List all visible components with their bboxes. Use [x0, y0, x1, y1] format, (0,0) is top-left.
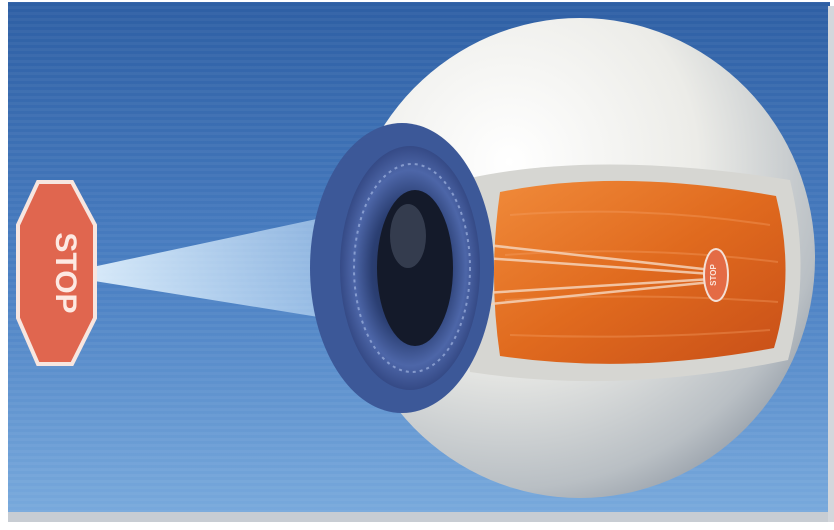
stop-sign: STOP: [18, 182, 95, 364]
retina-image-text: STOP: [709, 264, 718, 286]
retina-image: STOP: [704, 249, 728, 301]
stop-sign-text: STOP: [49, 232, 82, 313]
